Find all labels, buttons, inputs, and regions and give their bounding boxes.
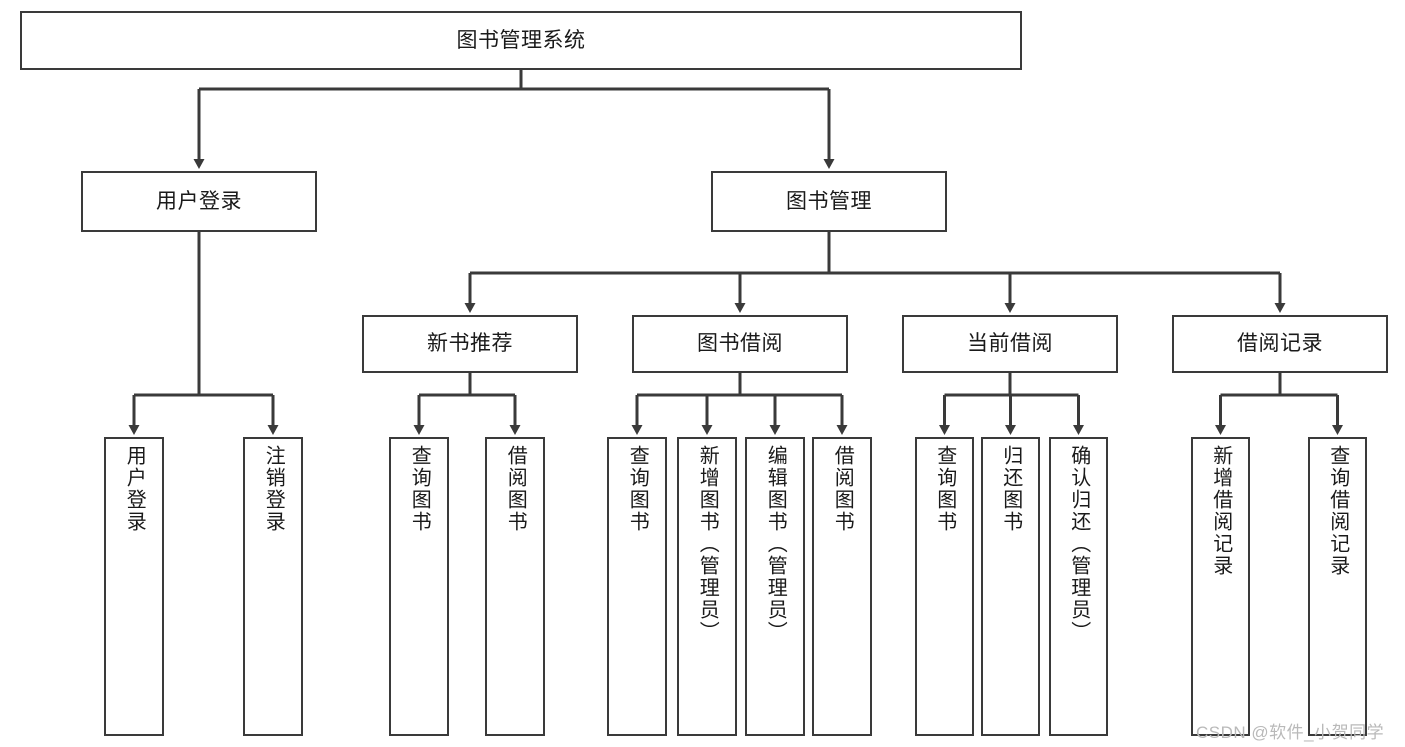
- node-user-login[interactable]: 用户登录: [81, 171, 317, 232]
- node-leaf-add-borrow-record[interactable]: 新增借阅记录: [1191, 437, 1250, 736]
- node-leaf-return-book[interactable]: 归还图书: [981, 437, 1040, 736]
- node-leaf-confirm-return-admin[interactable]: 确认归还（管理员）: [1049, 437, 1108, 736]
- node-label: 编辑图书（管理员）: [764, 445, 787, 643]
- node-root[interactable]: 图书管理系统: [20, 11, 1022, 70]
- node-leaf-add-book-admin[interactable]: 新增图书（管理员）: [677, 437, 737, 736]
- edge-group: [128, 70, 1343, 435]
- node-label: 确认归还（管理员）: [1067, 445, 1090, 643]
- node-label: 新增借阅记录: [1209, 445, 1232, 577]
- node-leaf-edit-book-admin[interactable]: 编辑图书（管理员）: [745, 437, 805, 736]
- node-leaf-query-books-current[interactable]: 查询图书: [915, 437, 974, 736]
- node-label: 查询图书: [626, 445, 649, 533]
- node-label: 图书管理: [786, 189, 872, 213]
- node-leaf-user-logout[interactable]: 注销登录: [243, 437, 303, 736]
- node-label: 新增图书（管理员）: [696, 445, 719, 643]
- node-borrow-records[interactable]: 借阅记录: [1172, 315, 1388, 373]
- watermark-text: CSDN @软件_小贺同学: [1196, 723, 1385, 742]
- node-label: 新书推荐: [427, 332, 513, 356]
- node-label: 归还图书: [999, 445, 1022, 533]
- node-label: 查询图书: [933, 445, 956, 533]
- node-leaf-query-borrow-record[interactable]: 查询借阅记录: [1308, 437, 1367, 736]
- node-leaf-user-login[interactable]: 用户登录: [104, 437, 164, 736]
- node-new-book-recommend[interactable]: 新书推荐: [362, 315, 578, 373]
- node-leaf-query-books-borrow[interactable]: 查询图书: [607, 437, 667, 736]
- node-leaf-borrow-books-rec[interactable]: 借阅图书: [485, 437, 545, 736]
- node-label: 借阅图书: [504, 445, 527, 533]
- node-label: 查询借阅记录: [1326, 445, 1349, 577]
- node-label: 借阅图书: [831, 445, 854, 533]
- node-label: 查询图书: [408, 445, 431, 533]
- node-book-management[interactable]: 图书管理: [711, 171, 947, 232]
- node-label: 注销登录: [262, 445, 285, 533]
- node-label: 借阅记录: [1237, 332, 1323, 356]
- node-label: 当前借阅: [967, 332, 1053, 356]
- node-label: 用户登录: [156, 189, 242, 213]
- node-label: 图书借阅: [697, 332, 783, 356]
- node-book-borrow[interactable]: 图书借阅: [632, 315, 848, 373]
- node-current-borrow[interactable]: 当前借阅: [902, 315, 1118, 373]
- node-leaf-borrow-book[interactable]: 借阅图书: [812, 437, 872, 736]
- node-leaf-query-books-rec[interactable]: 查询图书: [389, 437, 449, 736]
- node-label: 图书管理系统: [456, 28, 586, 52]
- node-label: 用户登录: [123, 445, 146, 533]
